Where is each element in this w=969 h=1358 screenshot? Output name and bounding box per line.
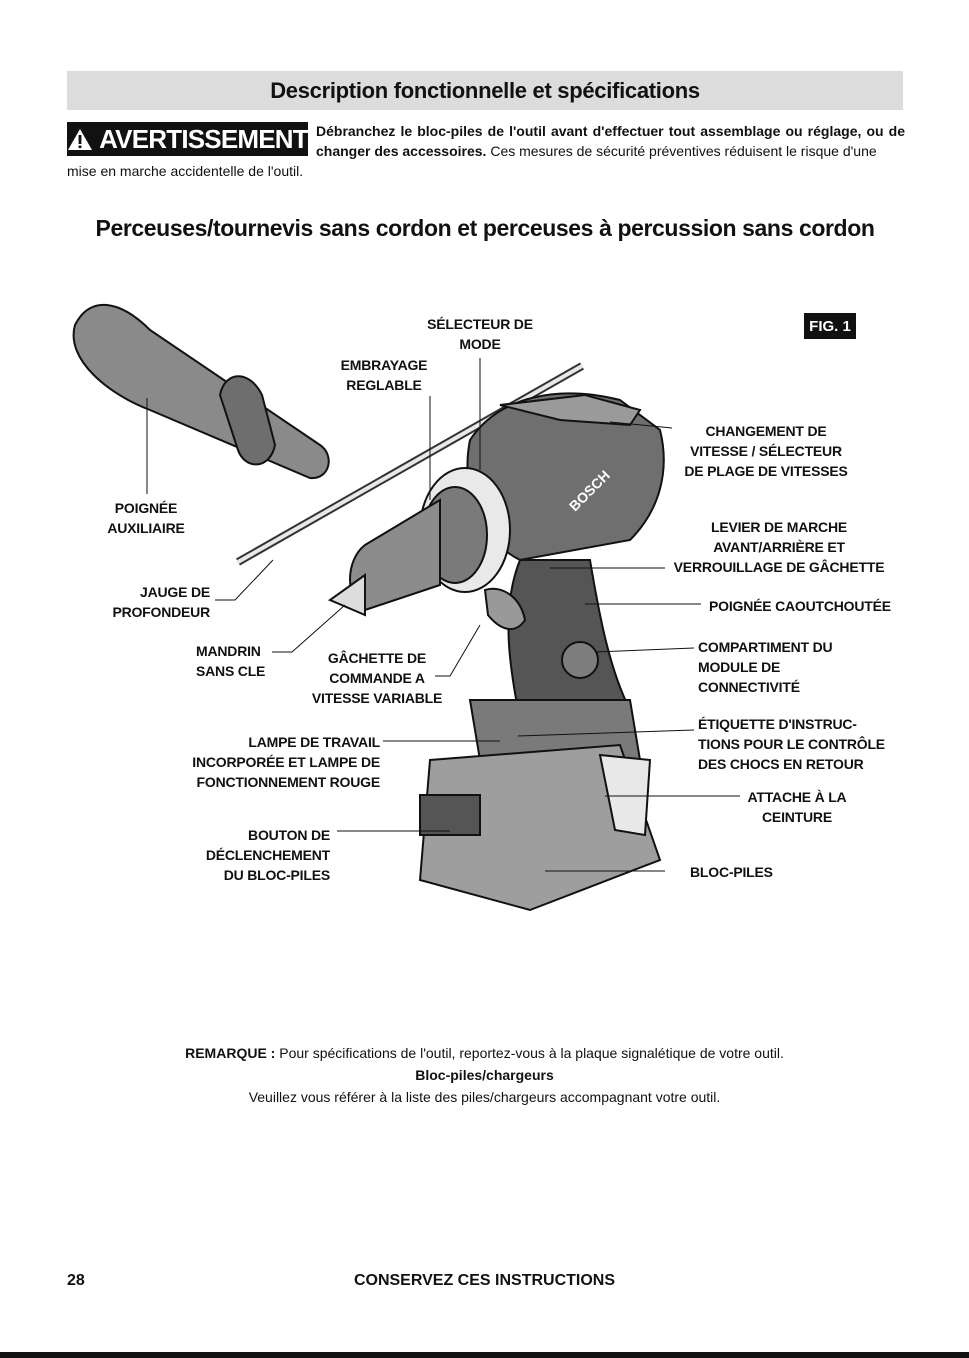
warning-badge: AVERTISSEMENT: [67, 122, 309, 156]
page-number: 28: [67, 1272, 85, 1289]
belt-clip-shape: [598, 753, 652, 837]
leader-lines: [146, 358, 740, 872]
battery-release-button: [419, 794, 481, 836]
callout-belt-clip: ATTACHE À LA CEINTURE: [747, 789, 847, 825]
warning-normal-text: Ces mesures de sécurité préventives rédu…: [486, 143, 877, 159]
callout-forward-reverse: LEVIER DE MARCHE AVANT/ARRIÈRE ET VERROU…: [673, 519, 885, 575]
callout-adjustable-clutch: EMBRAYAGE REGLABLE: [340, 357, 428, 393]
section-header: Description fonctionnelle et spécificati…: [67, 71, 903, 110]
warning-bold-text: Débranchez le bloc-piles de l'outil avan…: [316, 123, 905, 159]
warning-continuation: mise en marche accidentelle de l'outil.: [67, 163, 304, 179]
warning-text: Débranchez le bloc-piles de l'outil avan…: [316, 121, 905, 161]
note-text: Pour spécifications de l'outil, reportez…: [275, 1045, 784, 1061]
battery-heading: Bloc-piles/chargeurs: [415, 1067, 554, 1083]
section-title: Description fonctionnelle et spécificati…: [270, 77, 700, 103]
callout-trigger: GÂCHETTE DE COMMANDE A VITESSE VARIABLE: [311, 650, 443, 706]
motor-housing: [499, 393, 642, 427]
callout-mode-selector: SÉLECTEUR DE MODE: [427, 316, 533, 352]
bottom-rule: [0, 1352, 969, 1358]
battery-pack-shape: [418, 743, 662, 912]
product-subtitle: Perceuses/tournevis sans cordon et perce…: [95, 215, 875, 241]
callout-keyless-chuck: MANDRIN SANS CLE: [196, 643, 266, 679]
figure-label: FIG. 1: [804, 313, 856, 339]
callout-rubber-grip: POIGNÉE CAOUTCHOUTÉE: [709, 598, 891, 614]
warning-triangle-icon: [68, 128, 93, 150]
callout-depth-gauge: JAUGE DE PROFONDEUR: [112, 584, 210, 620]
callout-speed-selector: CHANGEMENT DE VITESSE / SÉLECTEUR DE PLA…: [684, 423, 848, 479]
warning-label: AVERTISSEMENT: [99, 123, 309, 154]
connectivity-module: [561, 641, 599, 679]
note-block: REMARQUE : Pour spécifications de l'outi…: [0, 1043, 969, 1107]
note-label: REMARQUE :: [185, 1045, 276, 1061]
battery-text: Veuillez vous référer à la liste des pil…: [248, 1089, 721, 1105]
callout-battery-pack: BLOC-PILES: [690, 864, 773, 880]
trigger: [483, 587, 527, 630]
note-line: REMARQUE : Pour spécifications de l'outi…: [0, 1043, 969, 1063]
callout-kickback-label: ÉTIQUETTE D'INSTRUC- TIONS POUR LE CONTR…: [698, 716, 885, 772]
callout-connectivity: COMPARTIMENT DU MODULE DE CONNECTIVITÉ: [698, 639, 833, 695]
callout-battery-release: BOUTON DE DÉCLENCHEMENT DU BLOC-PILES: [205, 827, 330, 883]
grip-handle: [507, 559, 632, 722]
callout-work-light: LAMPE DE TRAVAIL INCORPORÉE ET LAMPE DE …: [192, 734, 380, 790]
footer-title: CONSERVEZ CES INSTRUCTIONS: [353, 1272, 616, 1289]
chuck-tip: [327, 573, 366, 617]
auxiliary-handle: [72, 303, 330, 480]
callout-auxiliary-handle: POIGNÉE AUXILIAIRE: [107, 500, 185, 536]
